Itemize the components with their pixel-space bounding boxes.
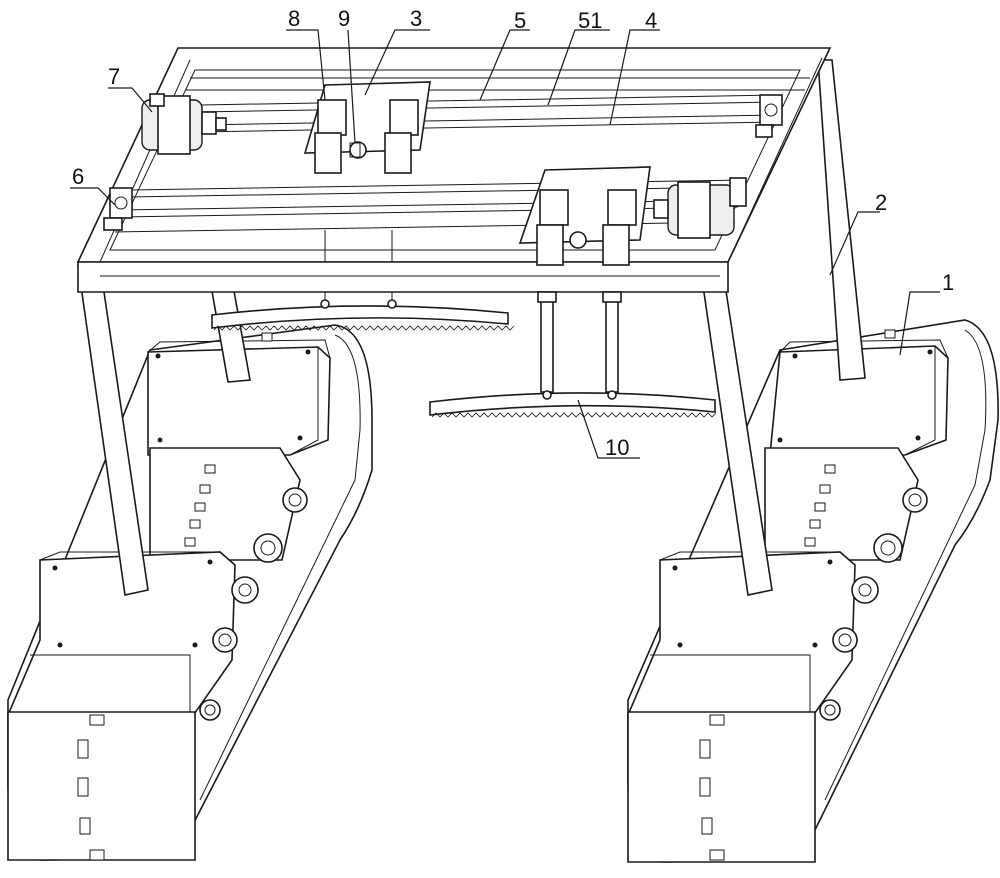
label-9: 9 [338,6,350,31]
label-7: 7 [108,64,120,89]
gantry-frame [76,47,832,293]
label-5: 5 [514,8,526,33]
leader-lines [70,29,940,459]
bearing-blocks [103,94,783,231]
lower-carriage [518,166,651,266]
upper-carriage [303,81,431,174]
motor-left [141,93,227,155]
hanging-rods [324,230,622,393]
label-51: 51 [578,8,602,33]
left-crawler-track [6,324,373,861]
part-labels: 1 2 3 4 5 51 6 7 8 9 10 [72,6,954,460]
label-8: 8 [288,6,300,31]
frame-legs [77,59,866,596]
label-3: 3 [410,6,422,31]
label-2: 2 [875,190,887,215]
label-6: 6 [72,164,84,189]
label-4: 4 [645,8,657,33]
right-crawler-track [626,319,999,863]
motor-right [653,181,735,239]
label-1: 1 [942,270,954,295]
cutter-blade-front [429,390,717,418]
cutter-blade-rear [211,299,515,331]
label-10: 10 [605,435,629,460]
